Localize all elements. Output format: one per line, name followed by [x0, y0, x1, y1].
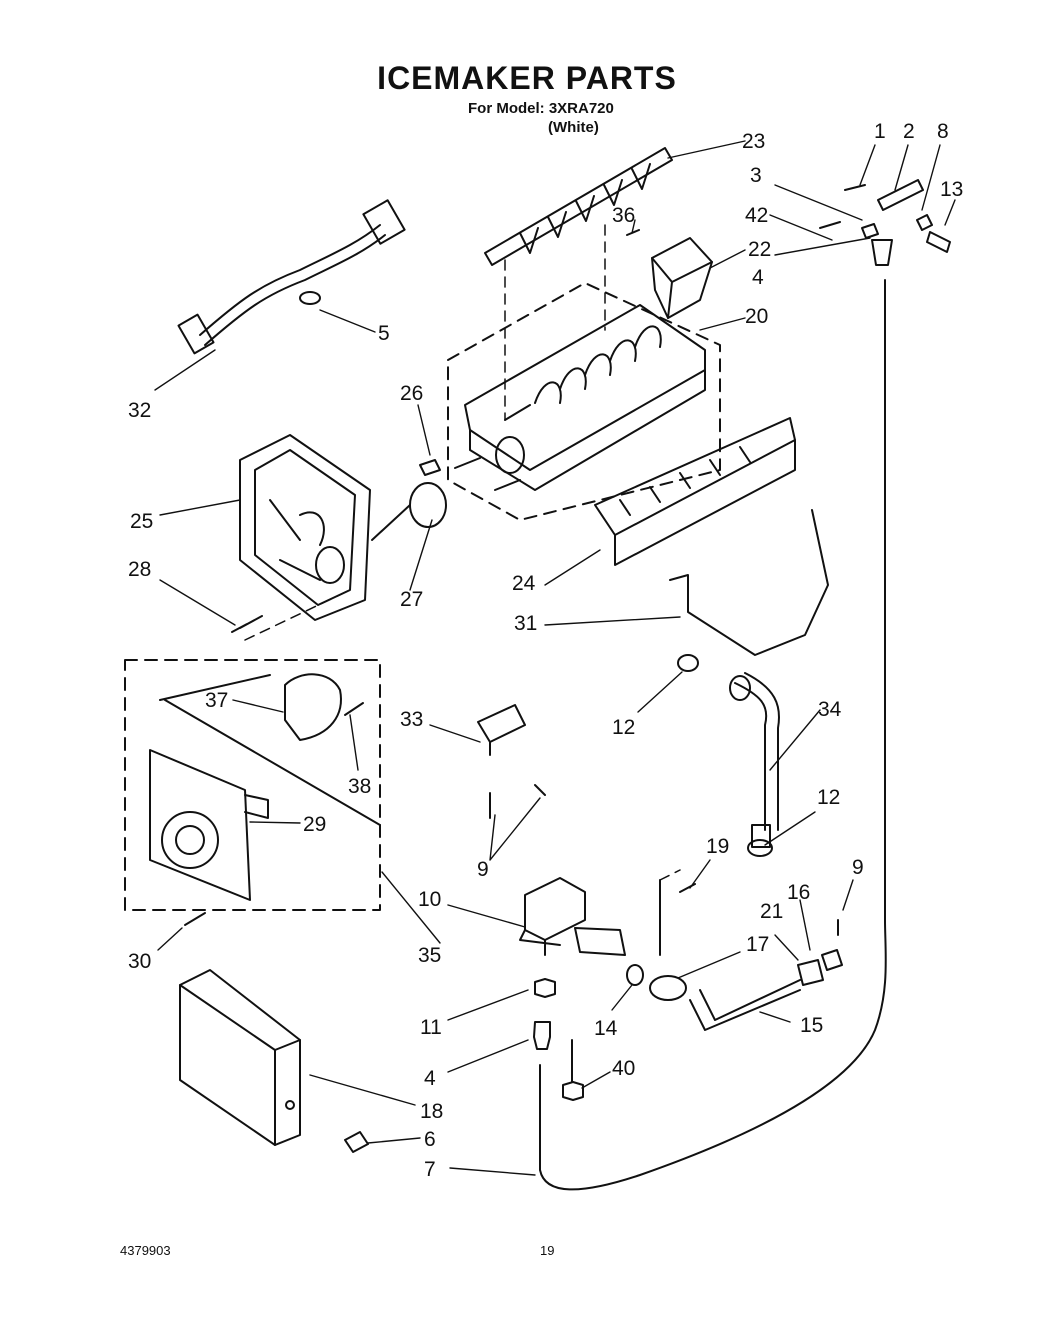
clip-part — [419, 459, 441, 476]
water-tube-assembly — [677, 654, 780, 857]
thermostat-part — [371, 482, 447, 541]
plug-part — [344, 1131, 369, 1153]
callout-label: 28 — [128, 558, 151, 581]
callout-label: 20 — [745, 305, 768, 328]
callout-label: 5 — [378, 322, 390, 345]
callout-label: 31 — [514, 612, 537, 635]
callout-label: 36 — [612, 204, 635, 227]
callout-label: 26 — [400, 382, 423, 405]
screw-30-part — [184, 912, 206, 926]
page-title: ICEMAKER PARTS — [377, 60, 677, 96]
callout-label: 19 — [706, 835, 729, 858]
callout-label: 35 — [418, 944, 441, 967]
callout-label: 4 — [424, 1067, 436, 1090]
callout-label: 7 — [424, 1158, 436, 1181]
callout-label: 1 — [874, 120, 886, 143]
leader-lines — [154, 140, 956, 1176]
water-valve-part — [519, 877, 661, 956]
page-number: 19 — [540, 1243, 555, 1258]
callout-label: 29 — [303, 813, 326, 836]
callout-label: 14 — [594, 1017, 618, 1040]
callout-label: 16 — [787, 881, 810, 904]
callout-label: 40 — [612, 1057, 635, 1080]
callout-label: 4 — [752, 266, 764, 289]
supply-tube-part — [539, 279, 887, 1191]
module-assembly-part — [124, 659, 381, 911]
wire-harness-part — [177, 199, 406, 355]
fill-cup-part — [651, 237, 713, 319]
callout-label: 15 — [800, 1014, 823, 1037]
callout-label: 3 — [750, 164, 762, 187]
color-line: (White) — [548, 119, 599, 136]
callout-label: 25 — [130, 510, 153, 533]
shutoff-arm-part — [669, 509, 829, 656]
mold-body-part — [447, 282, 721, 521]
callout-label: 12 — [817, 786, 840, 809]
model-line: For Model: 3XRA720 — [468, 100, 614, 117]
callout-label: 6 — [424, 1128, 436, 1151]
callout-label: 18 — [420, 1100, 443, 1123]
doc-number: 4379903 — [120, 1243, 171, 1258]
control-housing-part — [239, 434, 371, 621]
top-fitting-part — [871, 239, 893, 266]
callout-label: 2 — [903, 120, 915, 143]
callout-label: 8 — [937, 120, 949, 143]
callout-label: 9 — [852, 856, 864, 879]
callout-label: 21 — [760, 900, 783, 923]
callout-label: 27 — [400, 588, 423, 611]
stripper-part — [594, 417, 796, 566]
callout-label: 33 — [400, 708, 423, 731]
callout-label: 37 — [205, 689, 228, 712]
callout-label: 38 — [348, 775, 371, 798]
callout-label: 11 — [420, 1016, 442, 1039]
fitting-part — [533, 1021, 551, 1050]
callout-label: 9 — [477, 858, 489, 881]
callout-label: 13 — [940, 178, 963, 201]
bracket-part — [477, 704, 526, 756]
callout-label: 42 — [745, 204, 768, 227]
callout-label: 10 — [418, 888, 441, 911]
callout-label: 17 — [746, 933, 769, 956]
screw-part — [231, 615, 263, 633]
cover-part — [179, 969, 301, 1146]
ejector-blade-part — [484, 147, 673, 266]
callout-label: 30 — [128, 950, 151, 973]
callout-label: 23 — [742, 130, 765, 153]
nut-part — [534, 978, 556, 998]
callout-label: 22 — [748, 238, 771, 261]
callout-numbers: 23 1 2 8 3 13 36 42 22 4 20 5 32 26 25 2… — [128, 120, 963, 1181]
callout-label: 24 — [512, 572, 536, 595]
callout-label: 34 — [818, 698, 842, 721]
callout-label: 12 — [612, 716, 635, 739]
callout-label: 32 — [128, 399, 151, 422]
